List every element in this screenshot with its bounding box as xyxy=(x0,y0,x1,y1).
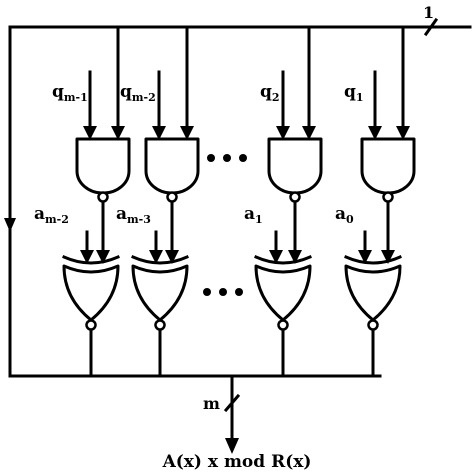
q-arrow-icon xyxy=(368,126,382,140)
bottom-bus: m xyxy=(8,374,382,454)
a-arrow-icon xyxy=(80,250,94,264)
a-input-label: a1 xyxy=(244,204,263,226)
and-gate-icon xyxy=(75,137,131,195)
q-input-label: qm-1 xyxy=(52,82,88,104)
xor-output-bubble xyxy=(154,319,166,331)
and-gate-icon xyxy=(267,137,323,195)
bus-arrow-icon xyxy=(180,126,194,140)
xor-gate-icon xyxy=(131,264,189,322)
and-gate-icon xyxy=(144,137,200,195)
xor-output-bubble xyxy=(277,319,289,331)
q-input-label: q1 xyxy=(344,82,364,104)
bus-arrow-icon xyxy=(302,126,316,140)
xor-extra-arc xyxy=(62,255,120,265)
and-out-arrow-icon xyxy=(165,250,179,264)
bus-arrow-icon xyxy=(396,126,410,140)
q-arrow-icon xyxy=(83,126,97,140)
q-input-label: qm-2 xyxy=(120,82,156,104)
and-out-arrow-icon xyxy=(381,250,395,264)
and-out-arrow-icon xyxy=(96,250,110,264)
xor-extra-arc xyxy=(131,255,189,265)
a-arrow-icon xyxy=(269,250,283,264)
gate-stage-2: qm-2 am-3 xyxy=(116,25,200,378)
a-arrow-icon xyxy=(358,250,372,264)
xor-extra-arc xyxy=(344,255,402,265)
a-input-label: am-3 xyxy=(116,204,151,226)
bus-arrow-icon xyxy=(111,126,125,140)
a-arrow-icon xyxy=(149,250,163,264)
and-output-bubble xyxy=(382,191,394,203)
and-output-bubble xyxy=(97,191,109,203)
xor-gate-icon xyxy=(254,264,312,322)
ellipsis-upper xyxy=(207,154,247,162)
left-arrow-icon xyxy=(4,218,16,232)
output-expression-label: A(x) x mod R(x) xyxy=(162,452,312,472)
xor-output-bubble xyxy=(85,319,97,331)
and-out-arrow-icon xyxy=(288,250,302,264)
q-arrow-icon xyxy=(152,126,166,140)
gate-stage-3: q2 a1 xyxy=(244,25,323,378)
xor-gate-icon xyxy=(344,264,402,322)
output-arrow-icon xyxy=(225,438,239,454)
a-input-label: a0 xyxy=(335,204,354,226)
gate-stage-1: qm-1 am-2 xyxy=(34,25,131,378)
gate-stage-4: q1 a0 xyxy=(335,25,416,378)
xor-gate-icon xyxy=(62,264,120,322)
q-arrow-icon xyxy=(276,126,290,140)
and-gate-icon xyxy=(360,137,416,195)
xor-extra-arc xyxy=(254,255,312,265)
left-feedback-wire xyxy=(4,25,16,378)
a-input-label: am-2 xyxy=(34,204,69,226)
ellipsis-lower xyxy=(203,288,243,296)
q-input-label: q2 xyxy=(260,82,280,104)
top-bus-width-label: 1 xyxy=(423,3,434,22)
and-output-bubble xyxy=(289,191,301,203)
top-bus: 1 xyxy=(8,3,472,37)
and-output-bubble xyxy=(166,191,178,203)
xor-output-bubble xyxy=(367,319,379,331)
output-bus-width-label: m xyxy=(203,394,220,413)
gate-stages: qm-1 am-2 qm-2 am-3 q2 a1 q1 a0 xyxy=(34,25,416,378)
